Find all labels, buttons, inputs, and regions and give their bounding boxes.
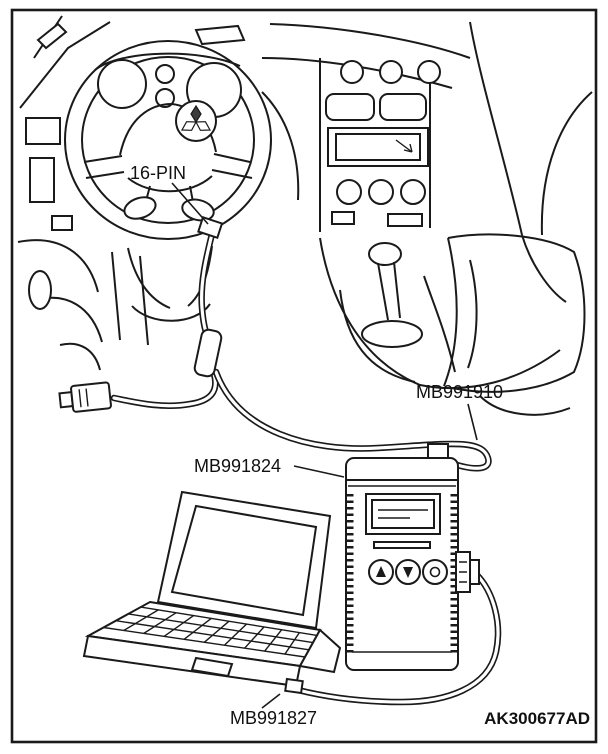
- laptop-screen: [170, 504, 318, 617]
- mitsubishi-logo: [175, 100, 217, 142]
- loose-plug: [58, 381, 112, 413]
- vci-buttons: [368, 559, 448, 585]
- label-mb991910: MB991910: [416, 382, 503, 402]
- label-mb991824: MB991824: [194, 456, 281, 476]
- dlc-connector: [197, 216, 224, 240]
- leader-mb991827: [261, 693, 281, 709]
- seat: [443, 233, 586, 416]
- vci-side-connector: [455, 551, 480, 593]
- leader-16-pin: [171, 182, 209, 225]
- steering-wheel: [64, 40, 272, 322]
- vci-scan-tool: [345, 443, 480, 671]
- adapter-cable: [110, 370, 219, 409]
- figure-code: AK300677AD: [484, 709, 590, 728]
- harness-cable-mb991910: [212, 368, 492, 472]
- laptop-right-side: [298, 628, 342, 674]
- inline-connector: [193, 328, 223, 378]
- usb-cable-mb991827: [294, 570, 502, 706]
- vci-button-right: [422, 559, 448, 585]
- label-16-pin: 16-PIN: [130, 163, 186, 183]
- usb-laptop-connector: [284, 677, 304, 695]
- leader-mb991910: [467, 403, 478, 441]
- dlc-cable: [198, 230, 216, 336]
- labels: 16-PIN MB991910 MB991824 MB991827 AK3006…: [130, 163, 590, 728]
- gear-shifter: [319, 237, 561, 390]
- center-console: [319, 58, 441, 232]
- figure-border: [10, 8, 598, 744]
- label-mb991827: MB991827: [230, 708, 317, 728]
- vci-display: [371, 499, 435, 529]
- leader-mb991824: [293, 465, 345, 478]
- laptop: [82, 490, 342, 688]
- laptop-keyboard: [103, 606, 318, 658]
- laptop-touchpad: [190, 656, 234, 678]
- instrument-cluster: [94, 52, 242, 118]
